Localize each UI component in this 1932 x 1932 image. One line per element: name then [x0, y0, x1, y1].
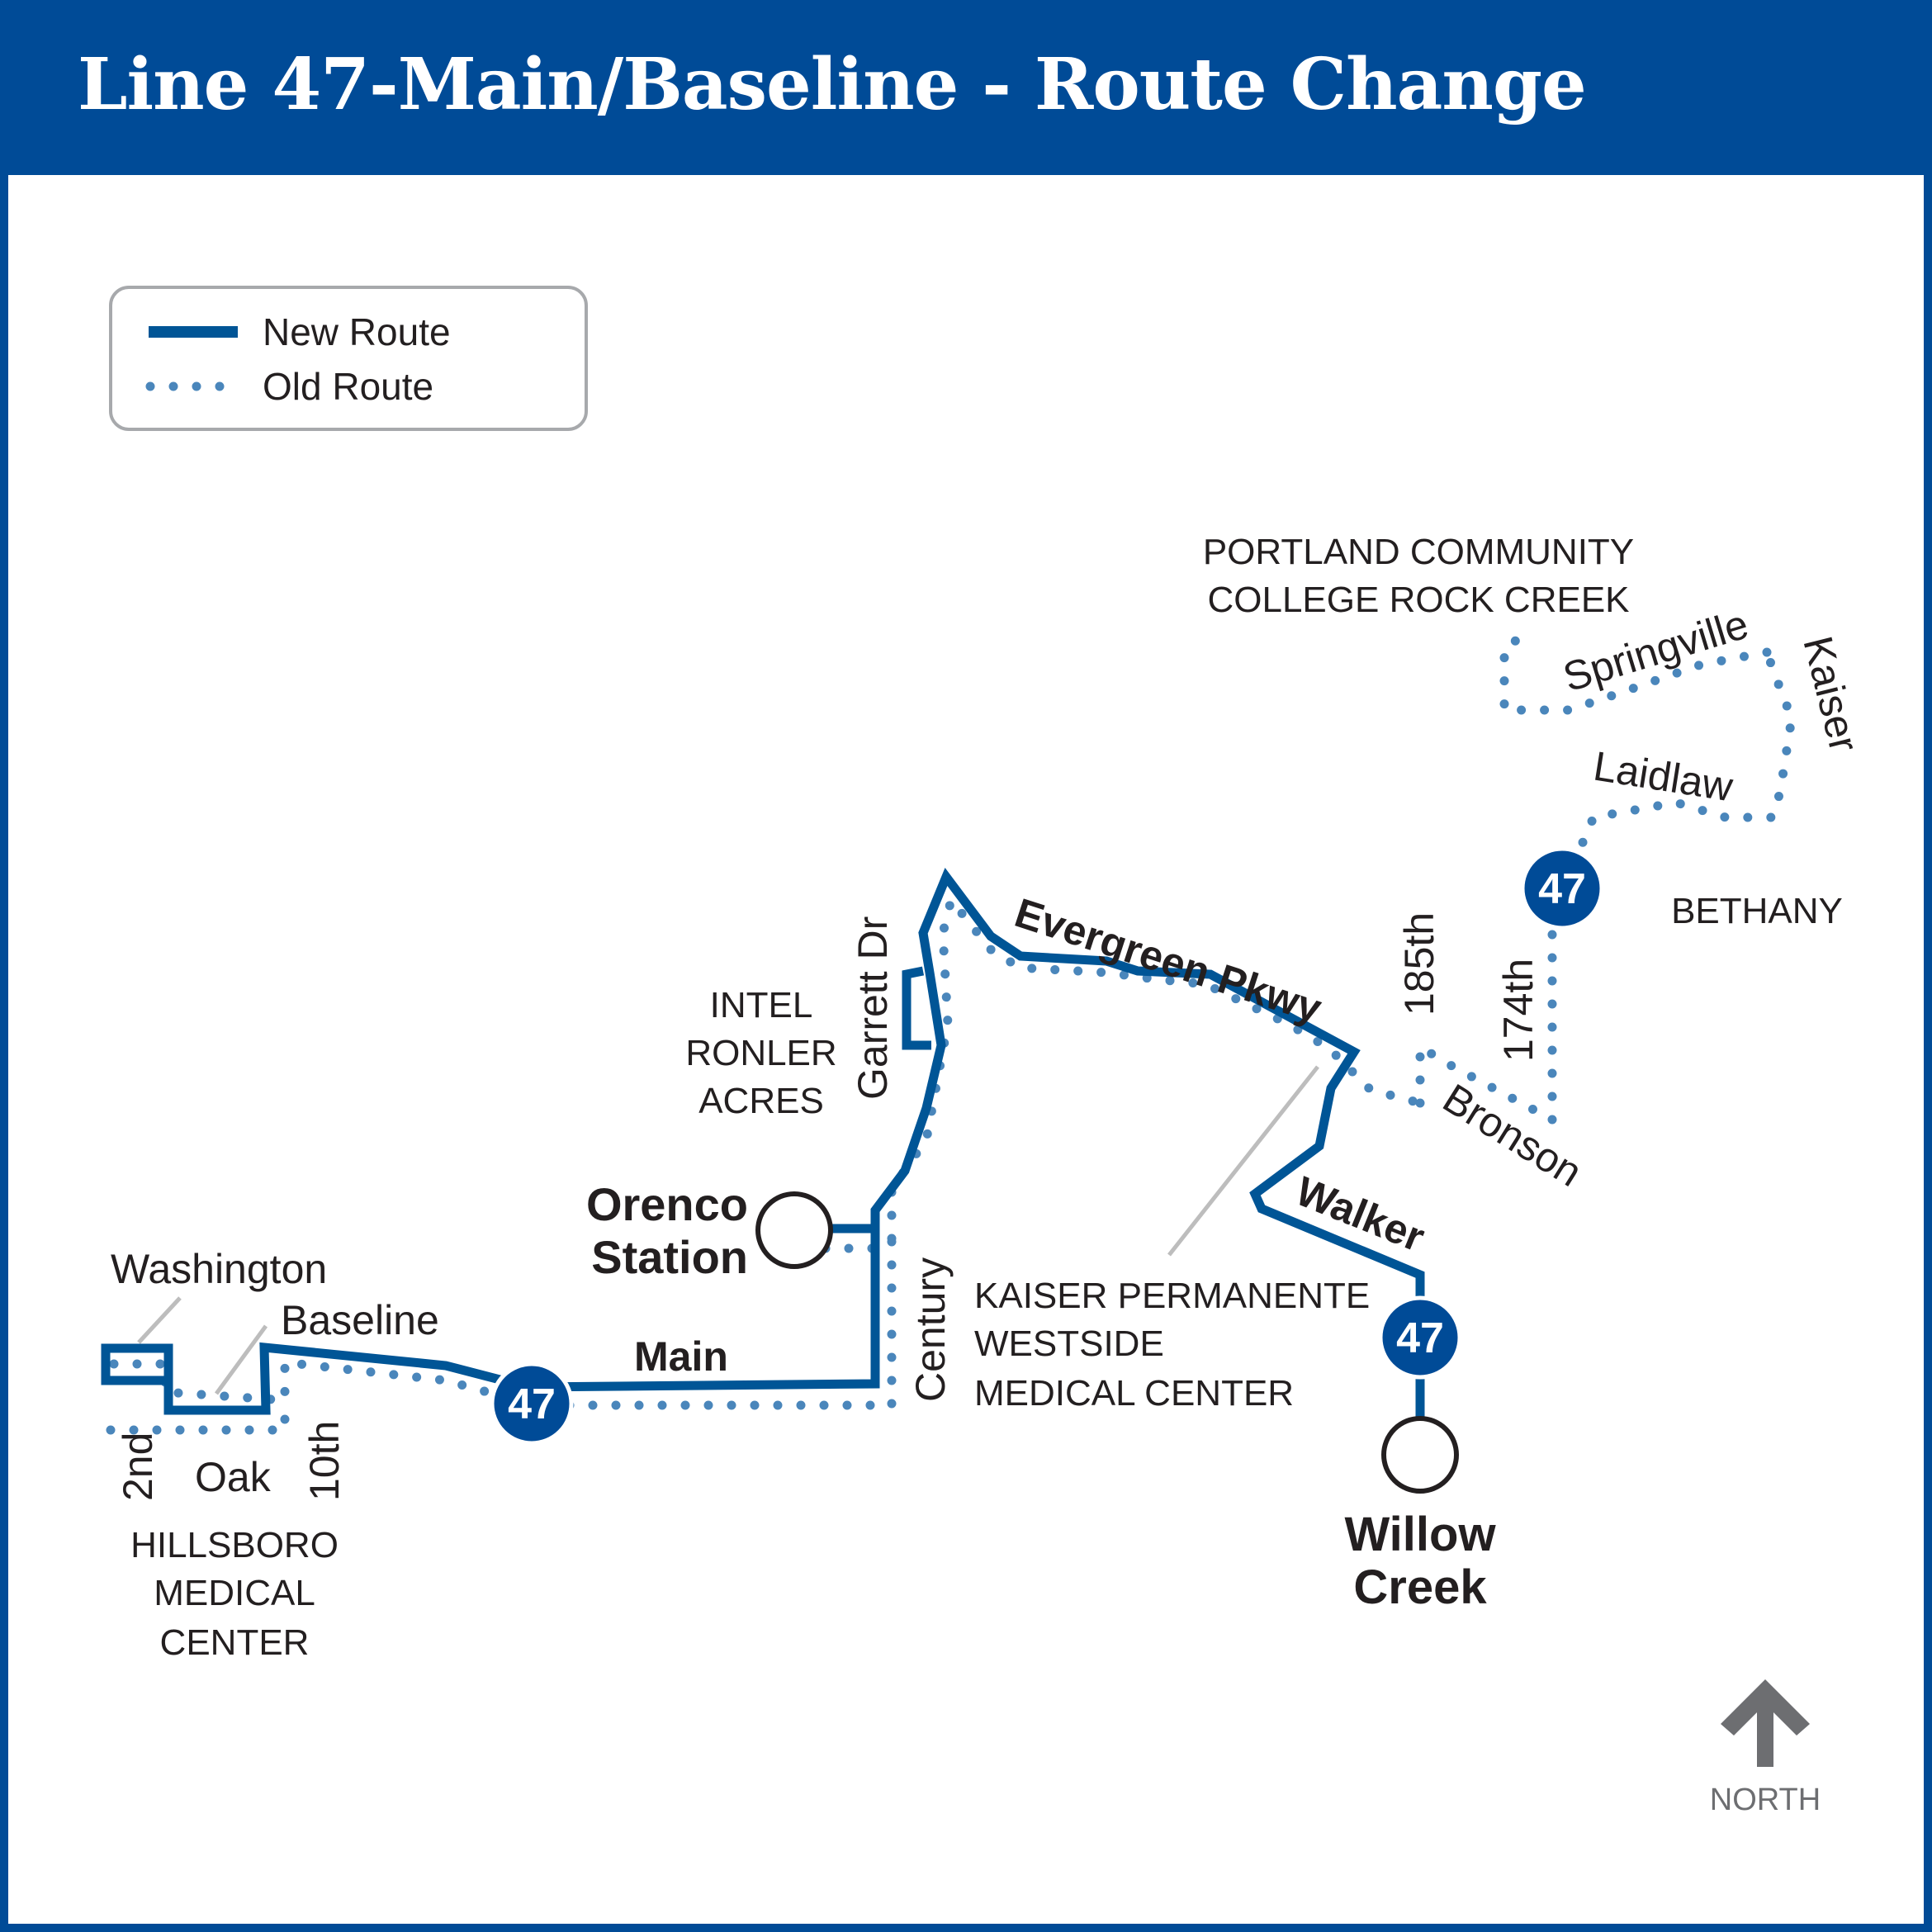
- street-174th-label: 174th: [1495, 959, 1541, 1062]
- intel-label-line2: RONLER: [685, 1033, 836, 1073]
- old-route: [106, 631, 1797, 1435]
- baseline-street-label: Baseline: [281, 1297, 439, 1343]
- page-title: Line 47-Main/Baseline - Route Change: [78, 43, 1587, 126]
- legend-box: [109, 286, 588, 431]
- century-street-label: Century: [907, 1257, 954, 1402]
- north-arrow-icon: [1721, 1679, 1810, 1767]
- kaiser-street-label: Kaiser: [1794, 632, 1868, 756]
- second-street-label: 2nd: [115, 1432, 161, 1501]
- north-arrow: NORTH: [1710, 1679, 1821, 1817]
- route-badge-walker-label: 47: [1396, 1314, 1444, 1362]
- route-badge-main-label: 47: [508, 1380, 556, 1428]
- legend-new-route-label: New Route: [263, 310, 451, 353]
- old-route-laidlaw-kaiser-segment: [1569, 647, 1797, 869]
- garrett-street-label: Garrett Dr: [850, 916, 896, 1100]
- orenco-station-marker[interactable]: [755, 1191, 833, 1269]
- washington-street-label: Washington: [111, 1246, 327, 1292]
- route-badge-bethany: 47: [1520, 846, 1604, 930]
- legend-old-route-label: Old Route: [263, 365, 433, 408]
- route-badge-walker: 47: [1378, 1295, 1462, 1380]
- intel-label-line3: ACRES: [698, 1081, 824, 1121]
- kaiser-label-line3: MEDICAL CENTER: [974, 1373, 1294, 1413]
- route-badge-bethany-circle: [1520, 846, 1604, 930]
- old-route-century-evergreen-segment: [887, 895, 1425, 1243]
- pcc-label-line2: COLLEGE ROCK CREEK: [1207, 580, 1629, 620]
- laidlaw-street-label: Laidlaw: [1590, 743, 1736, 811]
- washington-leader-line: [137, 1296, 182, 1344]
- willow-label-line1: Willow: [1344, 1508, 1496, 1561]
- bronson-street-label: Bronson: [1435, 1075, 1590, 1196]
- oak-street-label: Oak: [195, 1454, 272, 1500]
- orenco-label-line2: Station: [591, 1231, 748, 1283]
- kaiser-label-line2: WESTSIDE: [974, 1324, 1164, 1364]
- old-route-185th-bronson-segment: [1415, 1042, 1557, 1125]
- north-label: NORTH: [1710, 1783, 1821, 1817]
- route-badge-walker-circle: [1378, 1295, 1462, 1380]
- new-route-hillsboro-loop: [101, 1342, 530, 1415]
- kaiser-label-line1: KAISER PERMANENTE: [974, 1276, 1370, 1316]
- pcc-label-line1: PORTLAND COMMUNITY: [1203, 532, 1634, 572]
- tenth-street-label: 10th: [301, 1421, 348, 1501]
- leader-lines: [137, 1065, 1319, 1395]
- new-route-main-line: [528, 867, 1425, 1392]
- legend: New Route Old Route: [109, 286, 588, 431]
- hillsboro-label-line2: MEDICAL: [154, 1573, 315, 1613]
- baseline-leader-line: [214, 1324, 268, 1395]
- bethany-label: BETHANY: [1671, 891, 1843, 931]
- route-badge-bethany-label: 47: [1538, 865, 1586, 913]
- kaiser-leader-line: [1167, 1065, 1319, 1257]
- route-badge-main-circle: [490, 1361, 574, 1446]
- main-street-label: Main: [634, 1333, 728, 1380]
- new-route-garrett-loop: [902, 966, 931, 1050]
- header-bar: Line 47-Main/Baseline - Route Change: [0, 0, 1932, 175]
- orenco-label-line1: Orenco: [586, 1178, 748, 1230]
- intel-label-line1: INTEL: [710, 985, 813, 1025]
- hillsboro-label-line3: CENTER: [160, 1622, 310, 1663]
- route-badge-main: 47: [490, 1361, 574, 1446]
- willow-label-line2: Creek: [1353, 1560, 1487, 1614]
- old-route-main-century-segment: [565, 1234, 897, 1410]
- willow-creek-station-marker[interactable]: [1381, 1416, 1459, 1494]
- street-185th-label: 185th: [1396, 912, 1442, 1016]
- hillsboro-label-line1: HILLSBORO: [130, 1525, 339, 1565]
